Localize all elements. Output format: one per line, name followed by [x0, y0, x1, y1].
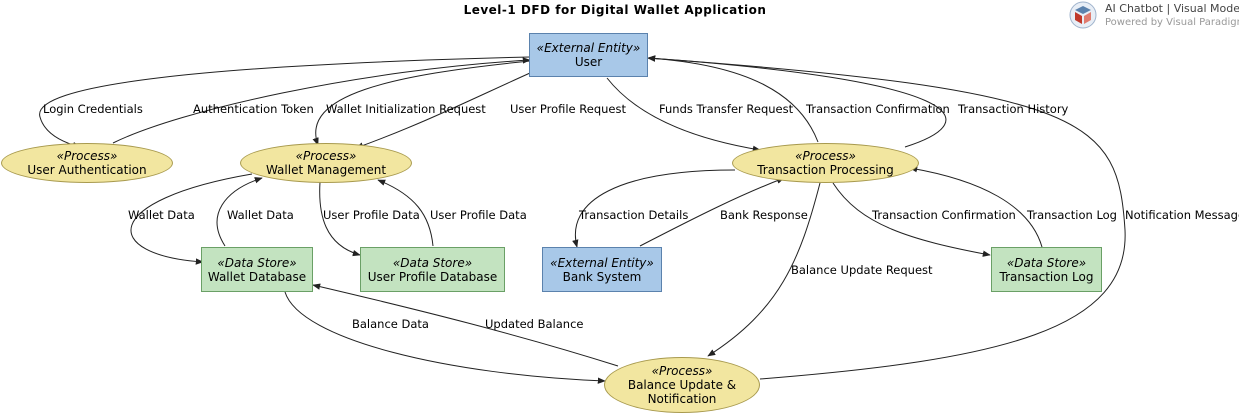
brand-subtitle: Powered by Visual Paradigm — [1105, 17, 1239, 28]
node-bank-system[interactable]: «External Entity» Bank System — [542, 247, 662, 292]
edge-updated-balance — [312, 283, 619, 367]
edge-txn-history — [647, 55, 947, 148]
node-wallet-management[interactable]: «Process» Wallet Management — [240, 143, 412, 183]
edge-bank-response — [639, 177, 785, 247]
edge-login-credentials — [39, 56, 531, 149]
label-login-credentials: Login Credentials — [43, 102, 143, 116]
node-balance-update-name-line2: Notification — [647, 392, 717, 406]
edge-funds-transfer — [606, 77, 761, 152]
edge-txn-confirmation-user — [647, 55, 819, 143]
node-wallet-database-name: Wallet Database — [207, 269, 307, 284]
node-user-stereotype: «External Entity» — [536, 41, 641, 55]
diagram-title: Level-1 DFD for Digital Wallet Applicati… — [463, 3, 767, 17]
node-user-authentication[interactable]: «Process» User Authentication — [1, 143, 173, 183]
node-user-profile-database[interactable]: «Data Store» User Profile Database — [360, 247, 505, 292]
edge-wallet-init — [312, 60, 531, 146]
label-txn-confirmation-user: Transaction Confirmation — [806, 102, 950, 116]
label-balance-update-request: Balance Update Request — [791, 263, 933, 277]
node-transaction-log[interactable]: «Data Store» Transaction Log — [991, 247, 1102, 292]
visual-paradigm-logo-icon — [1069, 1, 1097, 29]
node-user[interactable]: «External Entity» User — [529, 33, 648, 77]
edge-profile-data-out — [319, 181, 361, 257]
brand-title: AI Chatbot | Visual Modeling — [1105, 2, 1239, 15]
node-wallet-database-stereotype: «Data Store» — [217, 255, 297, 270]
label-bank-response: Bank Response — [720, 208, 808, 222]
edge-txn-log — [909, 166, 1043, 248]
node-user-authentication-name: User Authentication — [27, 163, 147, 177]
edge-profile-data-in — [377, 179, 434, 247]
label-auth-token: Authentication Token — [193, 102, 314, 116]
node-transaction-log-name: Transaction Log — [999, 269, 1094, 284]
edge-txn-confirmation-log — [832, 182, 991, 257]
label-notification: Notification Message — [1125, 208, 1239, 222]
node-transaction-processing-name: Transaction Processing — [757, 163, 894, 177]
node-wallet-management-name: Wallet Management — [265, 163, 387, 177]
label-balance-data: Balance Data — [352, 317, 429, 331]
node-balance-update-name-line1: Balance Update & — [627, 378, 737, 392]
label-txn-log: Transaction Log — [1027, 208, 1117, 222]
label-profile-request: User Profile Request — [510, 102, 626, 116]
node-transaction-log-stereotype: «Data Store» — [1006, 255, 1087, 270]
edge-txn-details — [572, 169, 736, 248]
node-wallet-management-stereotype: «Process» — [295, 149, 357, 163]
edge-auth-token — [112, 57, 531, 144]
node-user-authentication-stereotype: «Process» — [56, 149, 118, 163]
label-funds-transfer: Funds Transfer Request — [659, 102, 794, 116]
label-txn-confirmation-log: Transaction Confirmation — [872, 208, 1016, 222]
node-user-profile-database-name: User Profile Database — [367, 269, 498, 284]
edge-balance-data — [284, 291, 606, 384]
node-transaction-processing[interactable]: «Process» Transaction Processing — [732, 143, 919, 183]
node-bank-system-name: Bank System — [562, 269, 642, 284]
label-txn-history: Transaction History — [958, 102, 1069, 116]
node-balance-update-stereotype: «Process» — [651, 364, 713, 378]
node-transaction-processing-stereotype: «Process» — [795, 149, 856, 163]
edge-notification — [647, 55, 1126, 380]
edge-wallet-data-out — [130, 173, 253, 265]
node-bank-system-stereotype: «External Entity» — [550, 255, 654, 270]
edge-profile-request — [355, 72, 531, 149]
label-wallet-init: Wallet Initialization Request — [326, 102, 486, 116]
edge-wallet-data-in — [216, 177, 263, 247]
label-profile-data-in: User Profile Data — [430, 208, 527, 222]
node-balance-update-notification[interactable]: «Process» Balance Update & Notification — [604, 357, 760, 413]
edge-balance-update-request — [707, 182, 821, 357]
label-wallet-data-in: Wallet Data — [227, 208, 294, 222]
label-profile-data-out: User Profile Data — [323, 208, 420, 222]
node-user-name: User — [574, 55, 603, 69]
node-wallet-database[interactable]: «Data Store» Wallet Database — [201, 247, 313, 292]
label-txn-details: Transaction Details — [579, 208, 689, 222]
label-updated-balance: Updated Balance — [485, 317, 584, 331]
brand-badge: AI Chatbot | Visual Modeling Powered by … — [1067, 0, 1239, 34]
label-wallet-data-out: Wallet Data — [128, 208, 195, 222]
node-user-profile-database-stereotype: «Data Store» — [392, 255, 473, 270]
